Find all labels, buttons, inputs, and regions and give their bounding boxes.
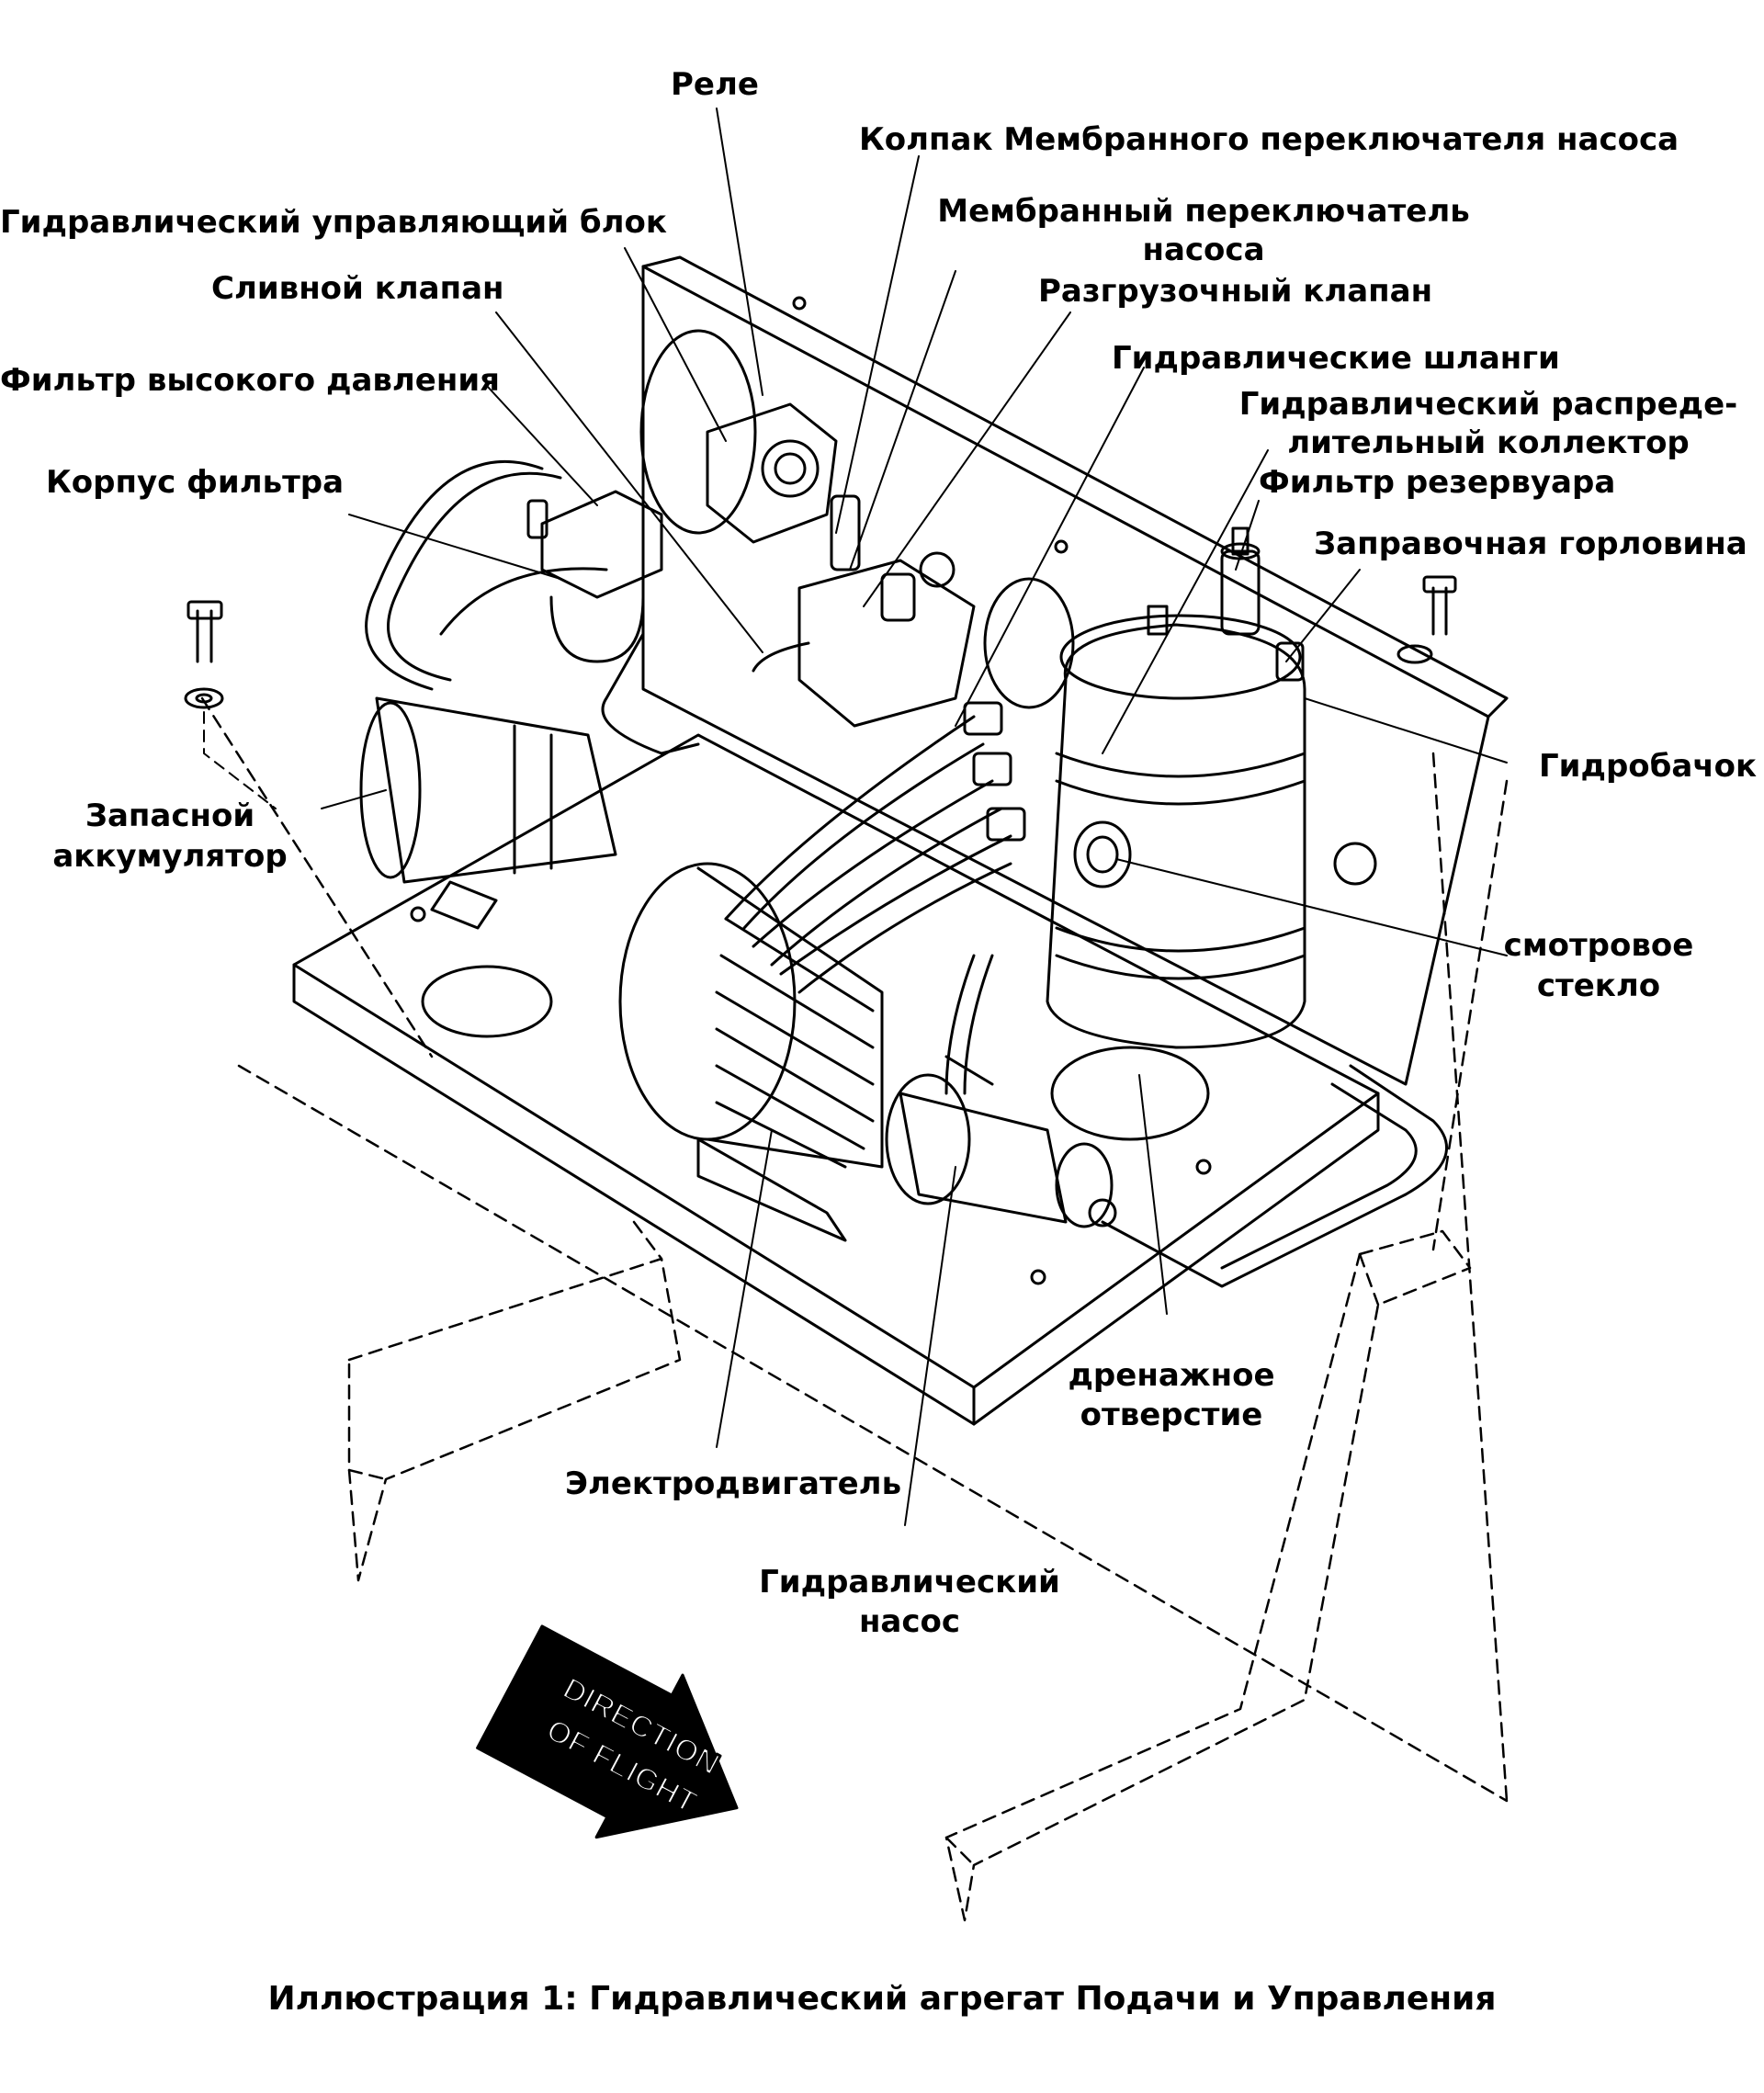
mounting-frame-dashed — [200, 696, 1509, 1922]
hp-filter — [526, 490, 663, 663]
label-pump-2: насос — [858, 1603, 961, 1640]
label-accumulator-1: Запасной — [85, 798, 255, 834]
label-membrane-switch-1: Мембранный переключатель — [937, 193, 1470, 230]
label-drain-hole-1: дренажное — [1068, 1357, 1275, 1394]
label-drain-hole-2: отверстие — [1080, 1397, 1263, 1433]
back-panel — [639, 255, 1509, 1086]
label-manifold-1: Гидравлический распреде- — [1238, 386, 1738, 423]
control-block — [706, 402, 976, 728]
hydraulic-hoses — [724, 701, 1026, 1095]
tubing — [365, 459, 1449, 1288]
reservoir-tank — [1046, 526, 1306, 1049]
label-filler-neck: Заправочная горловина — [1314, 526, 1747, 562]
figure-caption: Иллюстрация 1: Гидравлический агрегат По… — [267, 1980, 1497, 2018]
label-hoses: Гидравлические шланги — [1112, 340, 1560, 377]
label-relief-valve: Разгрузочный клапан — [1038, 273, 1433, 310]
label-manifold-2: лительный коллектор — [1287, 424, 1690, 461]
base-plate — [292, 733, 1380, 1426]
label-pump-1: Гидравлический — [759, 1564, 1060, 1601]
label-switch-cap: Колпак Мембранного переключателя насоса — [859, 121, 1679, 158]
hydraulic-pump — [885, 1055, 1117, 1228]
leader-lines — [321, 107, 1508, 1526]
direction-of-flight-arrow — [476, 1624, 739, 1839]
label-relay: Реле — [671, 66, 759, 103]
label-motor: Электродвигатель — [565, 1465, 902, 1502]
electric-motor — [618, 862, 884, 1242]
label-reservoir-filter: Фильтр резервуара — [1259, 464, 1616, 501]
label-sight-glass-2: стекло — [1536, 967, 1661, 1004]
label-membrane-switch-2: насоса — [1142, 232, 1265, 268]
label-filter-housing: Корпус фильтра — [46, 464, 345, 501]
label-hp-filter: Фильтр высокого давления — [0, 362, 501, 399]
label-reservoir: Гидробачок — [1539, 748, 1758, 785]
label-drain-valve: Сливной клапан — [211, 270, 504, 307]
accumulator — [359, 696, 617, 930]
bolts — [184, 575, 1457, 809]
label-accumulator-2: аккумулятор — [52, 838, 288, 875]
label-sight-glass-1: смотровое — [1503, 927, 1694, 964]
label-control-block: Гидравлический управляющий блок — [0, 204, 667, 241]
